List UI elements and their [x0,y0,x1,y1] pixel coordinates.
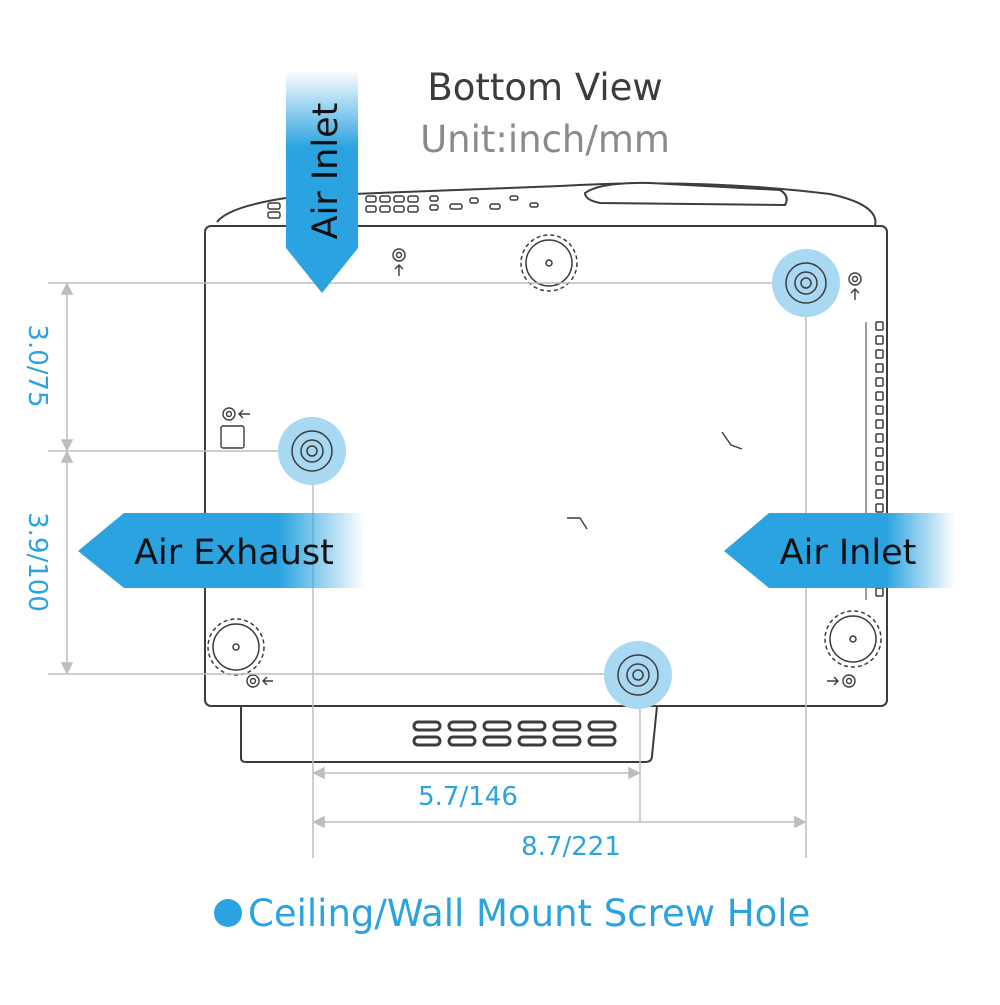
air-exhaust-label: Air Exhaust [134,533,334,573]
legend-text: Ceiling/Wall Mount Screw Hole [248,891,811,935]
page-title: Bottom View [427,66,663,109]
legend-dot-icon [214,899,242,927]
foot-icon [207,618,265,676]
projector-body [204,181,888,763]
air-inlet-right-label: Air Inlet [780,533,917,573]
lens-bump [583,181,788,207]
air-exhaust-arrow [78,513,365,588]
screw-hole-icon [604,641,672,709]
dimension-horizontal-short: 5.7/146 [418,782,518,812]
unit-label: Unit:inch/mm [420,118,670,161]
dimension-vertical-bottom: 3.9/100 [22,512,52,612]
foot-icon [824,610,882,668]
screw-hole-icon [278,417,346,485]
top-lip [216,182,877,227]
dimension-lines [48,282,807,858]
dimension-vertical-top: 3.0/75 [22,324,52,407]
arrow-icon [220,248,862,688]
air-inlet-right-arrow [724,513,955,588]
legend: Ceiling/Wall Mount Screw Hole [214,888,810,938]
dimension-horizontal-long: 8.7/221 [521,832,621,862]
body-outline [204,225,888,707]
air-inlet-top-label: Air Inlet [306,103,346,240]
base-extension [240,705,658,763]
top-vents [267,195,539,219]
air-inlet-top-arrow [286,70,358,293]
foot-icon [520,234,578,292]
bottom-vents [412,720,617,747]
screw-hole-icon [772,249,840,317]
